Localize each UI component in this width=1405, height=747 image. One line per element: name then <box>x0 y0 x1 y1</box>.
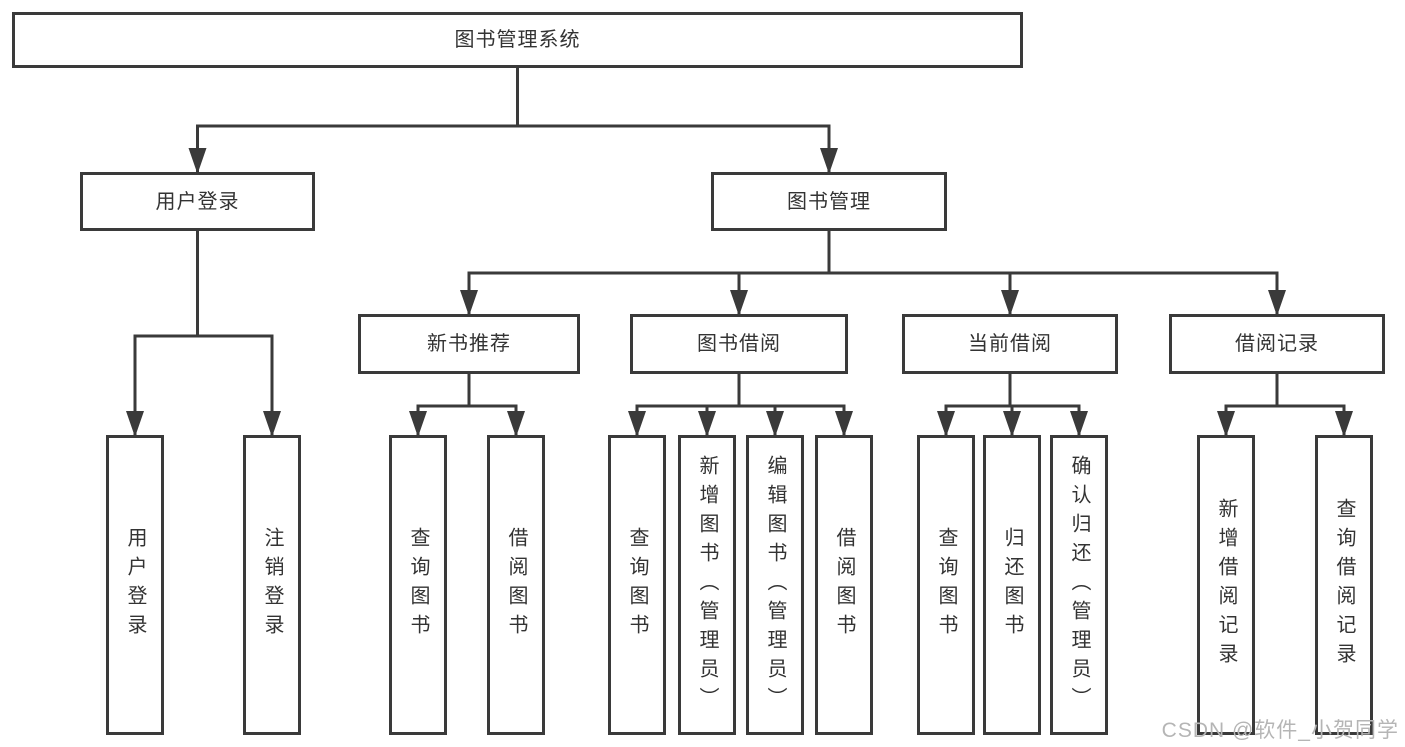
node-book-borrowing: 图书借阅 <box>630 314 848 374</box>
node-user-login: 用户登录 <box>80 172 315 231</box>
leaf-label: 确认归还（管理员） <box>1068 454 1090 716</box>
leaf-add-borrow-record: 新增借阅记录 <box>1197 435 1255 735</box>
leaf-label: 新增借阅记录 <box>1215 498 1237 672</box>
node-current-borrowing: 当前借阅 <box>902 314 1118 374</box>
leaf-borrow-books-recommend: 借阅图书 <box>487 435 545 735</box>
leaf-query-books-recommend: 查询图书 <box>389 435 447 735</box>
node-borrowing-records: 借阅记录 <box>1169 314 1385 374</box>
leaf-add-books-admin: 新增图书（管理员） <box>678 435 736 735</box>
leaf-label: 借阅图书 <box>833 527 855 643</box>
tree-edges <box>133 68 1346 435</box>
arrowheads <box>126 148 1353 437</box>
leaf-query-books-borrowing: 查询图书 <box>608 435 666 735</box>
leaf-edit-books-admin: 编辑图书（管理员） <box>746 435 804 735</box>
leaf-label: 归还图书 <box>1001 527 1023 643</box>
leaf-label: 编辑图书（管理员） <box>764 454 786 716</box>
leaf-return-books: 归还图书 <box>983 435 1041 735</box>
node-root: 图书管理系统 <box>12 12 1023 68</box>
leaf-user-login: 用户登录 <box>106 435 164 735</box>
leaf-label: 查询图书 <box>407 527 429 643</box>
leaf-label: 查询图书 <box>935 527 957 643</box>
leaf-borrow-books-borrowing: 借阅图书 <box>815 435 873 735</box>
csdn-watermark: CSDN @软件_小贺同学 <box>1161 719 1399 742</box>
node-book-management: 图书管理 <box>711 172 947 231</box>
leaf-label: 借阅图书 <box>505 527 527 643</box>
node-new-book-recommend: 新书推荐 <box>358 314 580 374</box>
leaf-confirm-return-admin: 确认归还（管理员） <box>1050 435 1108 735</box>
leaf-label: 用户登录 <box>124 527 146 643</box>
leaf-logout: 注销登录 <box>243 435 301 735</box>
leaf-query-books-current: 查询图书 <box>917 435 975 735</box>
leaf-label: 查询图书 <box>626 527 648 643</box>
leaf-label: 查询借阅记录 <box>1333 498 1355 672</box>
leaf-query-borrow-record: 查询借阅记录 <box>1315 435 1373 735</box>
leaf-label: 注销登录 <box>261 527 283 643</box>
leaf-label: 新增图书（管理员） <box>696 454 718 716</box>
